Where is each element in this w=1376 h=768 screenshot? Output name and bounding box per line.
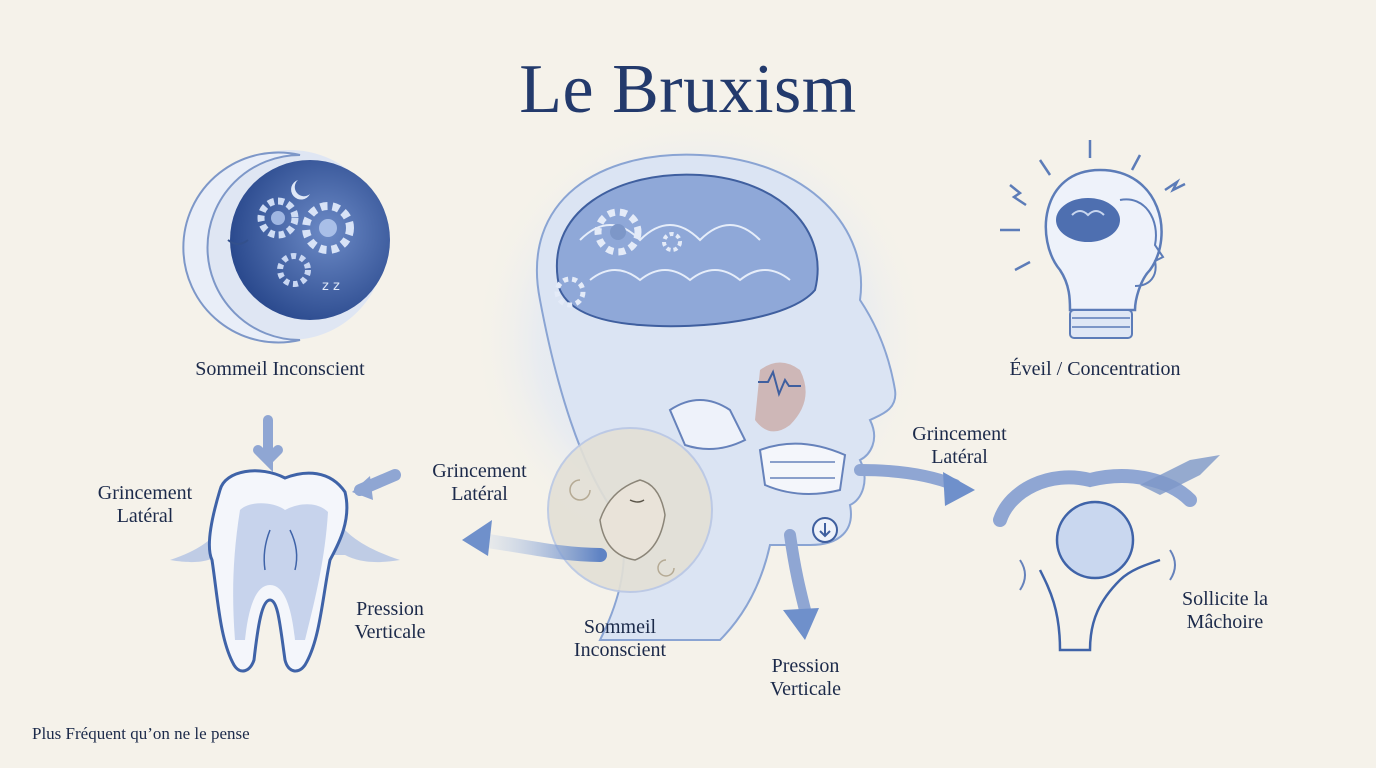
joint-line2: Mâchoire [1186, 611, 1264, 633]
vertical-arrow [783, 529, 819, 640]
bulb-caption: Éveil / Concentration [1009, 358, 1181, 380]
center-lateral-line2: Latéral [451, 483, 508, 505]
tooth-lateral-label: Grincement Latéral [80, 482, 210, 528]
moon-caption: Sommeil Inconscient [195, 358, 365, 380]
right-lateral-line2: Latéral [931, 446, 988, 468]
center-lateral-line1: Grincement [432, 460, 527, 482]
right-lateral-line1: Grincement [912, 423, 1007, 445]
center-sleep-line2: Inconscient [573, 639, 667, 661]
tooth-lateral-line2: Latéral [116, 505, 174, 527]
tooth-icon [170, 415, 401, 673]
jaw-joint-icon [993, 455, 1220, 652]
tooth-vertical-line2: Verticale [354, 621, 426, 643]
center-sleep-label: Sommeil Inconscient [555, 616, 685, 662]
center-sleep-line1: Sommeil [583, 616, 657, 638]
joint-label: Sollicite la Mâchoire [1165, 588, 1285, 634]
moon-gears-icon: z z [182, 150, 390, 344]
lateral-arrow-left [462, 520, 607, 562]
tooth-lateral-line1: Grincement [97, 482, 193, 504]
svg-text:z z: z z [322, 279, 340, 294]
center-lateral-label: Grincement Latéral [412, 460, 547, 506]
center-vertical-line2: Verticale [769, 678, 842, 700]
tooth-vertical-line1: Pression [356, 598, 424, 620]
lateral-arrow-right [854, 464, 975, 506]
lightbulb-head-icon [1000, 140, 1186, 339]
footer-note: Plus Fréquent qu’on ne le pense [32, 724, 250, 743]
head-brain-icon [470, 110, 930, 641]
joint-line1: Sollicite la [1181, 588, 1269, 610]
center-vertical-line1: Pression [771, 655, 840, 677]
tooth-vertical-label: Pression Verticale [335, 598, 445, 644]
center-vertical-label: Pression Verticale [748, 655, 863, 701]
right-lateral-label: Grincement Latéral [892, 423, 1027, 469]
